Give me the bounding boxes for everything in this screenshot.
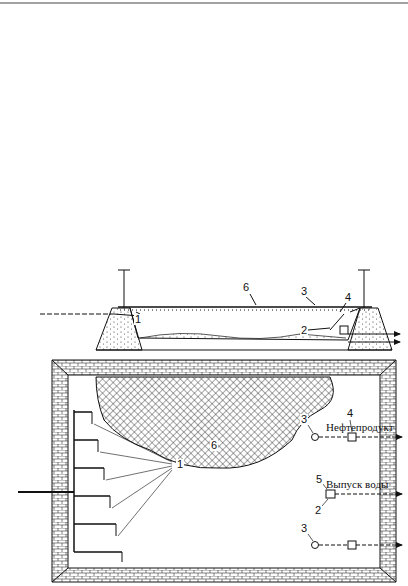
section-view	[40, 270, 400, 350]
callout-number: 6	[210, 440, 218, 451]
flow-label: Нефтепродукт	[326, 422, 393, 433]
callout-number: 4	[344, 292, 352, 303]
callout-number: 3	[300, 414, 308, 425]
plan-view	[18, 360, 402, 582]
flow-label: Выпуск воды	[326, 479, 388, 490]
callout-number: 6	[242, 282, 250, 293]
callout-number: 1	[134, 314, 142, 325]
callout-number: 3	[300, 523, 308, 534]
callout-number: 2	[300, 325, 308, 336]
callout-number: 3	[300, 286, 308, 297]
callout-number: 5	[315, 474, 323, 485]
callout-number: 1	[176, 459, 184, 470]
callout-number: 2	[314, 505, 322, 516]
callout-number: 4	[346, 408, 354, 419]
